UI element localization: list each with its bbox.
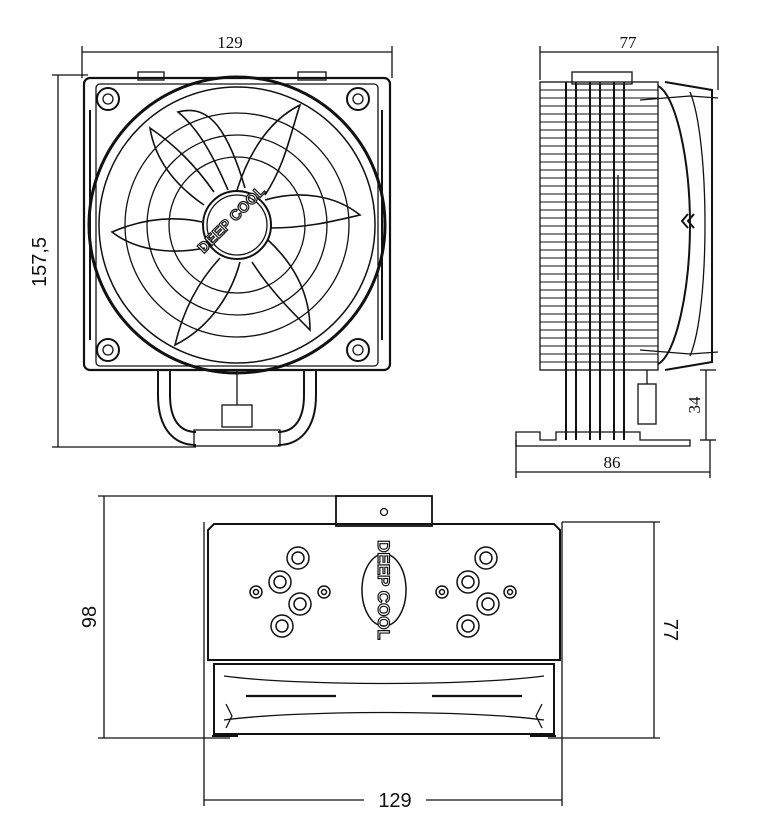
top-heatpipe-caps-left [249,546,331,638]
top-mount-bracket [335,495,433,527]
top-heatpipe-caps-right [435,546,517,638]
svg-text:DEEP COOL: DEEP COOL [195,183,269,257]
top-logo: DEEP COOL [373,539,393,640]
top-view: DEEP COOL [98,495,660,806]
side-base-depth-label: 86 [604,453,621,472]
top-depth-label: 98 [79,606,101,628]
top-logo-oval [361,553,407,627]
side-offset-label: 34 [685,396,704,414]
side-depth-label: 77 [620,33,638,52]
side-heatpipes [565,82,625,440]
side-fan-profile [657,85,692,365]
front-view: DEEP COOL [52,46,393,448]
top-height-label: 77 [659,619,681,641]
side-view [515,46,719,478]
front-width-label: 129 [217,33,243,52]
side-fan-clip [617,95,719,355]
front-fan-blades [110,103,362,347]
top-fan-body [213,663,555,735]
front-heatpipes [157,370,317,446]
top-width-label: 129 [378,790,411,812]
side-base [515,431,691,447]
front-fan-hub [202,190,272,260]
front-corner-screws [96,87,370,362]
front-base-plate [193,429,281,447]
svg-text:DEEP COOL: DEEP COOL [374,540,393,640]
side-arrows-icon [680,213,695,229]
front-height-label: 157,5 [29,237,51,287]
top-cover [207,523,561,661]
front-logo: DEEP COOL [194,182,270,258]
